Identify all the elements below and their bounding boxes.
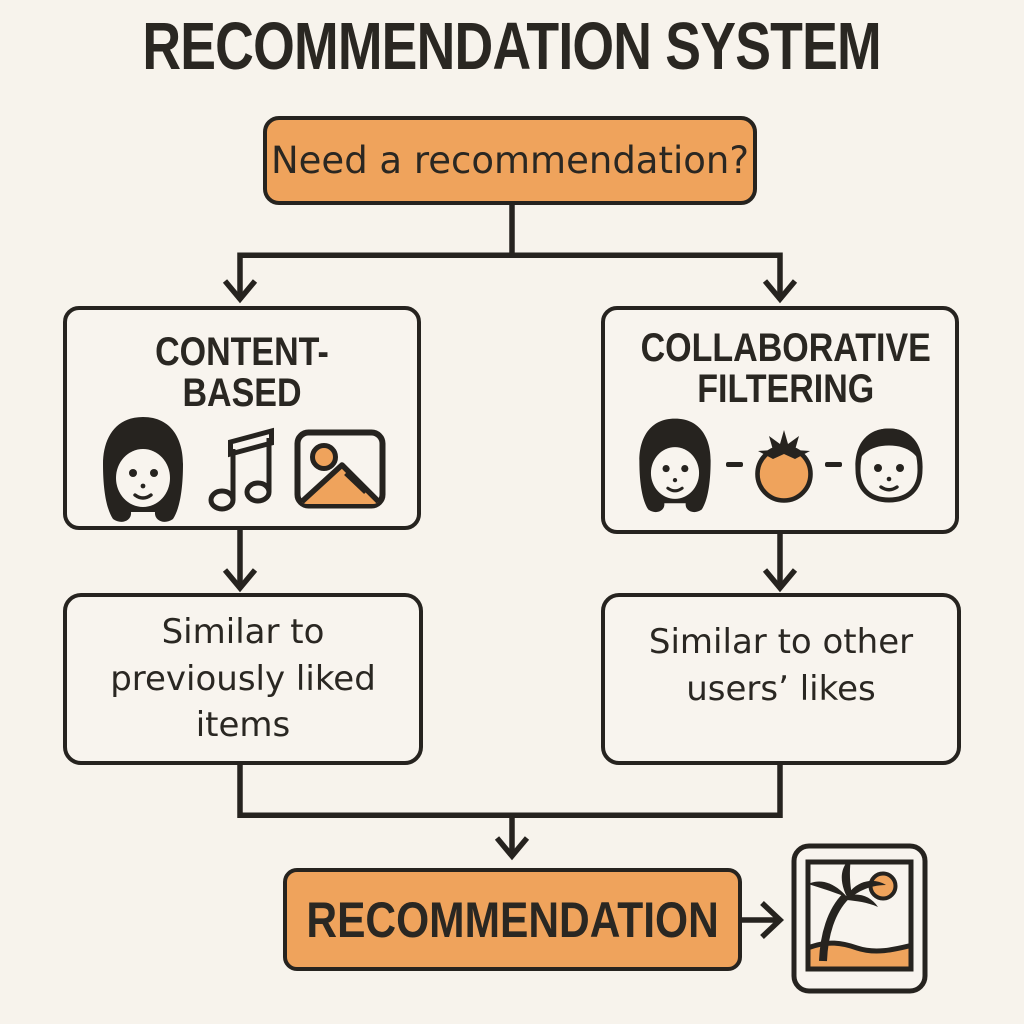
content-based-icons [98,414,386,538]
page-title: RECOMMENDATION SYSTEM [0,8,1024,85]
branch-content-based: CONTENT-BASED [63,306,421,530]
page-title-text: RECOMMENDATION SYSTEM [142,9,882,84]
branch-collaborative-filtering: COLLABORATIVE FILTERING [601,306,959,534]
result-node-label: RECOMMENDATION [306,891,719,948]
desc-content-based-text: Similar to previously liked items [110,611,376,746]
music-note-icon [208,427,274,512]
link-dash [825,462,842,468]
man-face-icon [855,428,923,503]
desc-content-based: Similar to previously liked items [63,593,423,765]
woman-face-icon [639,418,711,512]
desc-collaborative: Similar to other users’ likes [601,593,961,765]
tomato-icon [755,429,813,503]
branch-content-based-title: CONTENT-BASED [155,330,329,415]
branch-collaborative-title: COLLABORATIVE FILTERING [640,326,931,411]
start-node: Need a recommendation? [263,116,757,205]
desc-collaborative-text: Similar to other users’ likes [648,622,914,709]
collaborative-icons [633,410,927,530]
palm-trunk [819,893,849,962]
photo-icon [294,429,386,509]
palm-fronds [810,864,886,907]
link-dash [726,462,743,468]
beach-photo-icon [791,843,928,994]
woman-face-icon [103,416,183,522]
start-node-label: Need a recommendation? [270,139,749,182]
result-node: RECOMMENDATION [283,868,742,971]
